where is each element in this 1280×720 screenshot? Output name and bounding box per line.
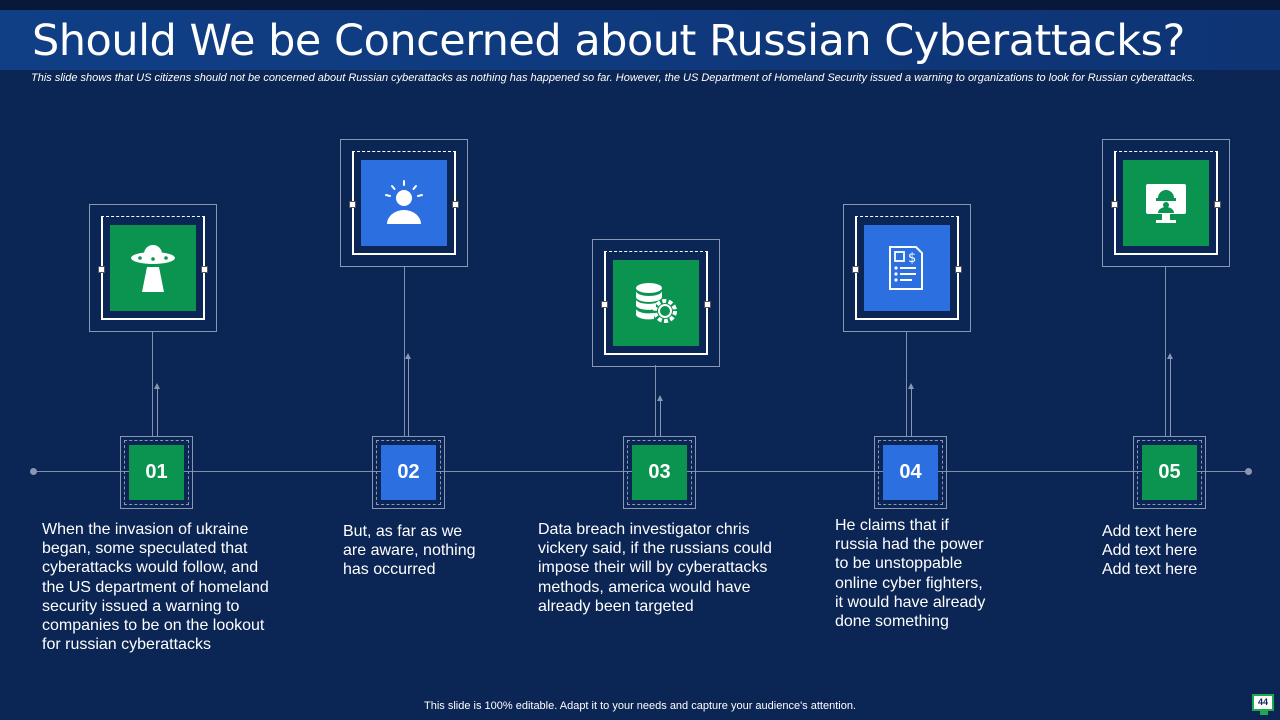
slide-footer: This slide is 100% editable. Adapt it to…	[424, 700, 856, 712]
title-bar	[0, 0, 1280, 70]
arrow-4	[908, 383, 914, 436]
step-text-5: Add text here Add text here Add text her…	[1102, 523, 1198, 579]
step-text-2: But, as far as we are aware, nothing has…	[343, 523, 476, 579]
connector-line-1	[152, 331, 153, 436]
svg-text:$: $	[908, 251, 916, 266]
step-number-box-2: 02	[372, 436, 445, 509]
arrow-2	[405, 353, 411, 436]
step-number-1: 01	[129, 445, 184, 500]
icon-box-1	[89, 204, 217, 332]
slide-subtitle: This slide shows that US citizens should…	[31, 72, 1196, 84]
icon-box-2	[340, 139, 468, 267]
arrow-5	[1167, 353, 1173, 436]
step-number-2: 02	[381, 445, 436, 500]
ufo-icon	[110, 225, 196, 311]
user-sun-icon	[361, 160, 447, 246]
step-number-box-1: 01	[120, 436, 193, 509]
slide-title: Should We be Concerned about Russian Cyb…	[32, 16, 1185, 66]
step-number-3: 03	[632, 445, 687, 500]
connector-line-2	[404, 266, 405, 436]
invoice-dollar-icon: $	[864, 225, 950, 311]
icon-box-3	[592, 239, 720, 367]
connector-line-4	[906, 331, 907, 436]
step-text-3: Data breach investigator chris vickery s…	[538, 521, 772, 615]
step-number-box-3: 03	[623, 436, 696, 509]
hacker-monitor-icon	[1123, 160, 1209, 246]
step-number-4: 04	[883, 445, 938, 500]
connector-line-3	[655, 365, 656, 436]
connector-line-5	[1165, 266, 1166, 436]
page-number: 44	[1252, 694, 1274, 715]
timeline-start-dot	[30, 468, 37, 475]
step-number-box-5: 05	[1133, 436, 1206, 509]
icon-box-4: $	[843, 204, 971, 332]
step-text-4: He claims that if russia had the power t…	[835, 517, 986, 631]
icon-box-5	[1102, 139, 1230, 267]
arrow-3	[657, 395, 663, 436]
timeline-end-dot	[1245, 468, 1252, 475]
step-text-1: When the invasion of ukraine began, some…	[42, 521, 269, 654]
arrow-1	[154, 383, 160, 436]
step-number-box-4: 04	[874, 436, 947, 509]
database-gear-icon	[613, 260, 699, 346]
step-number-5: 05	[1142, 445, 1197, 500]
